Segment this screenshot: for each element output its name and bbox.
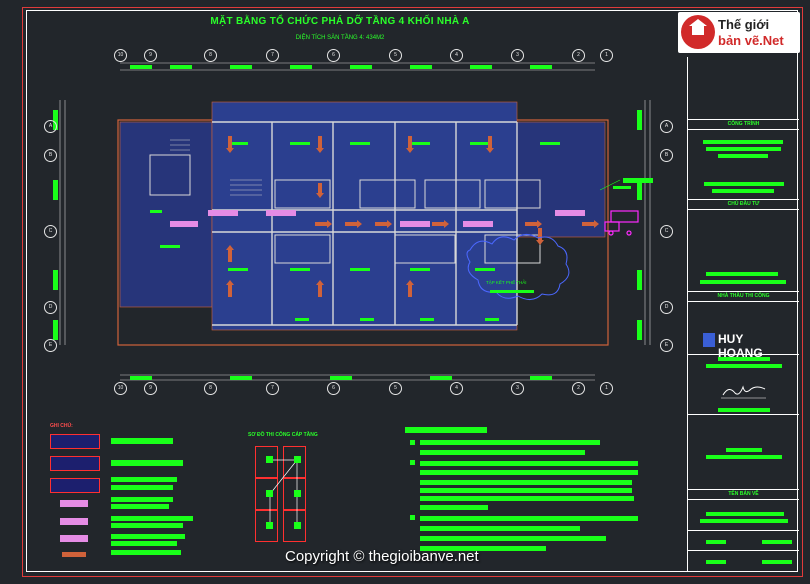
legend-swatch-slab-2 [50,456,100,471]
drawing-subtitle: DIỆN TÍCH SÀN TẦNG 4: 434M2 [295,35,385,41]
drawing-title: MẶT BẰNG TỔ CHỨC PHÁ DỠ TẦNG 4 KHỐI NHÀ … [210,16,470,27]
grid-axis-top-5: 5 [389,49,402,62]
dimension-text-top [53,65,642,380]
slab-left [119,121,213,308]
staircase [170,139,262,196]
debris-cloud-label: TẬP KẾT PHẾ THẢI [486,279,527,285]
grid-axis-top-6: 6 [327,49,340,62]
legend-swatch-debris [60,500,88,507]
grid-axis-right-D: D [660,301,673,314]
dimension-strips [59,62,651,381]
contractor-logo-icon [703,333,715,347]
sequence-diagram-title: SƠ ĐỒ THI CÔNG CÁP TẦNG [248,432,318,438]
grid-axis-left-C: C [44,225,57,238]
title-block-owner-header: CHỦ ĐẦU TƯ [727,201,760,207]
outer-frame [22,7,803,577]
title-block-drawing-name-header: TÊN BẢN VẼ [728,491,759,497]
grid-axis-top-9: 9 [144,49,157,62]
grid-axis-bottom-5: 5 [389,382,402,395]
grid-axis-right-E: E [660,339,673,352]
sequence-diagram [250,444,320,544]
grid-axis-left-A: A [44,120,57,133]
logo-text-line2: bản vẽ.Net [718,33,784,48]
room-labels [150,142,560,321]
legend-swatch-slab-3 [50,478,100,493]
title-block: CÔNG TRÌNH CHỦ ĐẦU TƯ NHÀ THẦU THI CÔNG … [687,57,799,571]
copyright-watermark: Copyright © thegioibanve.net [285,548,479,565]
grid-axis-top-8: 8 [204,49,217,62]
legend-swatch-debris-3 [60,535,88,542]
grid-axis-left-D: D [44,301,57,314]
grid-axis-bottom-8: 8 [204,382,217,395]
demolition-arrows [226,136,599,297]
thegioibanve-logo[interactable]: Thế giới bản vẽ.Net [678,12,800,53]
contractor-logo-text: HUY HOANG [718,332,763,360]
contractor-logo: HUY HOANG [700,330,790,360]
legend-swatch-arrow [62,552,86,557]
title-block-project-header: CÔNG TRÌNH [727,121,760,127]
grid-axis-top-7: 7 [266,49,279,62]
dump-truck [604,210,639,236]
legend-title: GHI CHÚ: [50,423,73,429]
grid-axis-bottom-10: 10 [114,382,127,395]
grid-axis-right-C: C [660,225,673,238]
debris-cloud [466,234,570,300]
legend-swatch-debris-2 [60,518,88,525]
title-block-contractor-header: NHÀ THẦU THI CÔNG [717,293,770,299]
grid-axis-top-3: 3 [511,49,524,62]
grid-axis-top-2: 2 [572,49,585,62]
grid-axis-right-A: A [660,120,673,133]
house-logo-icon [681,15,715,49]
grid-axis-bottom-4: 4 [450,382,463,395]
logo-text-line1: Thế giới [718,17,770,32]
grid-axis-right-B: B [660,149,673,162]
grid-axis-top-10: 10 [114,49,127,62]
grid-axis-bottom-3: 3 [511,382,524,395]
grid-axis-bottom-9: 9 [144,382,157,395]
grid-axis-bottom-7: 7 [266,382,279,395]
grid-axis-bottom-6: 6 [327,382,340,395]
debris-markers [170,210,585,227]
grid-axis-bottom-1: 1 [600,382,613,395]
grid-axis-top-1: 1 [600,49,613,62]
signature [721,385,766,399]
grid-axis-left-E: E [44,339,57,352]
grid-axis-bottom-2: 2 [572,382,585,395]
room-boxes [149,154,541,264]
internal-walls [212,121,518,326]
slab-main [211,101,518,331]
grid-axis-top-4: 4 [450,49,463,62]
legend-swatch-slab [50,434,100,449]
grid-axis-left-B: B [44,149,57,162]
